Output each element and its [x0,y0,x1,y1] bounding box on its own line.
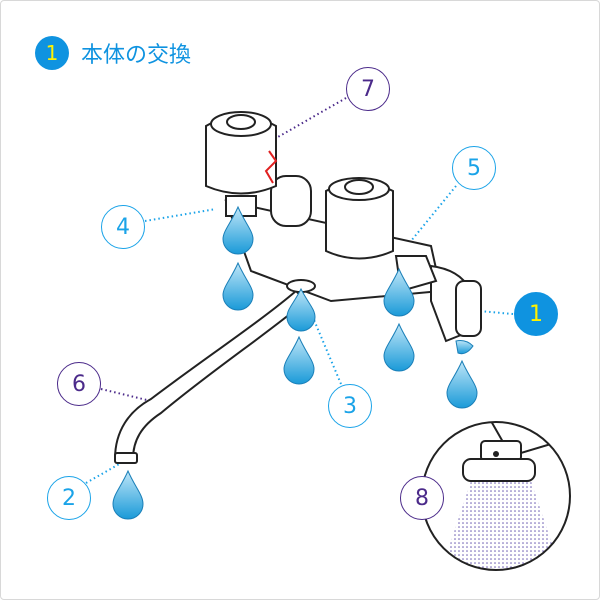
label-3: 3 [328,384,372,428]
faucet [113,111,482,464]
label-7: 7 [346,67,390,111]
section-title: 1 本体の交換 [35,36,191,70]
step-number-badge: 1 [35,36,69,70]
title-text: 本体の交換 [81,43,192,68]
label-5: 5 [452,146,496,190]
label-1: 1 [514,292,558,336]
inset-detail [422,422,570,570]
label-4: 4 [101,205,145,249]
water-drops [112,205,478,520]
label-8: 8 [400,476,444,520]
label-6: 6 [57,362,101,406]
label-2: 2 [47,476,91,520]
